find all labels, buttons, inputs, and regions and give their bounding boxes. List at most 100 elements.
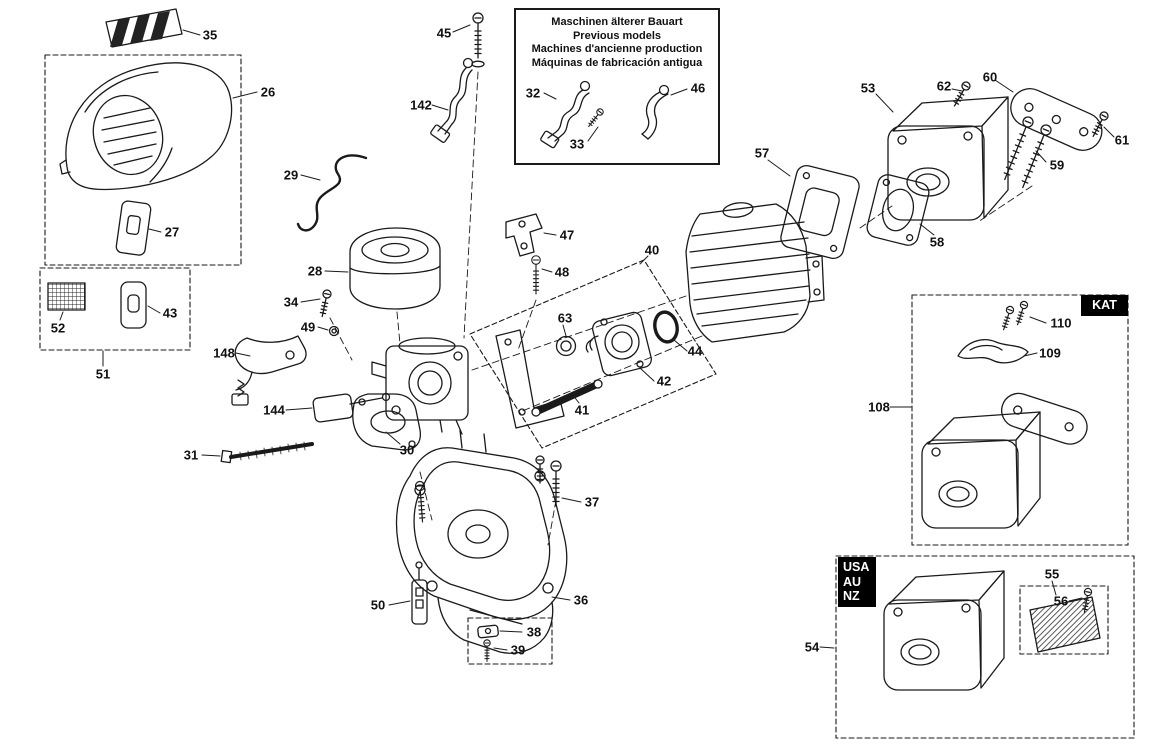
part-28-manifold-spacer xyxy=(349,227,441,310)
brand-sticker xyxy=(105,8,183,48)
part-label-36: 36 xyxy=(573,592,589,608)
part-54-muffler xyxy=(883,570,1005,691)
part-53-muffler xyxy=(887,96,1009,221)
leader-lines xyxy=(59,24,1115,651)
part-33-screw xyxy=(585,106,606,129)
usa-au-nz-badge: USA AU NZ xyxy=(838,557,877,607)
part-label-53: 53 xyxy=(860,80,876,96)
part-label-39: 39 xyxy=(510,642,526,658)
part-label-44: 44 xyxy=(687,343,703,359)
part-27-cover-plate xyxy=(115,200,152,256)
part-label-33: 33 xyxy=(569,136,585,152)
part-label-62: 62 xyxy=(936,78,952,94)
part-label-144: 144 xyxy=(263,402,285,418)
part-label-47: 47 xyxy=(559,227,575,243)
part-label-42: 42 xyxy=(656,373,672,389)
part-41-lever xyxy=(531,379,603,417)
part-63-washer xyxy=(555,335,577,357)
part-label-34: 34 xyxy=(283,294,299,310)
part-38-clip xyxy=(477,624,499,639)
part-label-58: 58 xyxy=(929,234,945,250)
part-label-50: 50 xyxy=(370,597,386,613)
badge-line-au: AU xyxy=(843,574,862,589)
part-110-screws xyxy=(999,299,1030,332)
part-label-63: 63 xyxy=(557,310,573,326)
part-label-148: 148 xyxy=(213,345,235,361)
part-label-52: 52 xyxy=(50,320,66,336)
part-43-plug xyxy=(120,281,147,329)
part-label-59: 59 xyxy=(1049,157,1065,173)
part-34-screw xyxy=(317,288,333,318)
part-39-screw xyxy=(483,639,491,662)
part-36-engine-housing xyxy=(395,447,568,654)
part-48-screw xyxy=(531,255,541,295)
part-47-bracket xyxy=(505,213,543,257)
part-144-switch-shaft xyxy=(312,392,391,423)
part-60-muffler-cover xyxy=(1010,88,1103,151)
part-label-55: 55 xyxy=(1044,566,1060,582)
part-26-top-cover xyxy=(59,62,233,191)
part-label-109: 109 xyxy=(1039,345,1061,361)
part-29-wire-clip xyxy=(296,154,368,232)
part-label-43: 43 xyxy=(162,305,178,321)
dashed-group-boxes xyxy=(39,54,1135,739)
part-label-57: 57 xyxy=(754,145,770,161)
cylinder-drawing xyxy=(685,202,825,343)
part-label-41: 41 xyxy=(574,402,590,418)
carburetor-drawing xyxy=(371,337,487,453)
part-label-142: 142 xyxy=(410,97,432,113)
part-label-45: 45 xyxy=(436,25,452,41)
part-label-46: 46 xyxy=(690,80,706,96)
part-label-32: 32 xyxy=(525,85,541,101)
part-label-30: 30 xyxy=(399,442,415,458)
part-148-throttle-trigger xyxy=(231,335,307,406)
part-109-deflector xyxy=(957,339,1029,364)
assembly-axes xyxy=(329,71,1033,546)
previous-models-note: Maschinen älterer Bauart Previous models… xyxy=(514,8,720,165)
badge-line-nz: NZ xyxy=(843,589,860,603)
part-142-bracket xyxy=(430,57,474,143)
part-label-51: 51 xyxy=(95,366,111,382)
part-46-bracket-old xyxy=(641,84,670,140)
part-label-37: 37 xyxy=(584,494,600,510)
note-line-french: Machines d'ancienne production xyxy=(531,43,703,55)
part-62-screw xyxy=(950,79,973,109)
intake-bracket-drawing xyxy=(495,329,565,429)
kat-badge: KAT xyxy=(1081,295,1128,316)
part-label-108: 108 xyxy=(868,399,890,415)
note-line-spanish: Máquinas de fabricación antigua xyxy=(531,56,703,69)
part-45-screw xyxy=(471,12,485,68)
part-58-gasket xyxy=(866,174,930,246)
part-52-mesh xyxy=(47,282,86,311)
part-label-38: 38 xyxy=(526,624,542,640)
part-57-cover-plate xyxy=(780,164,860,260)
housing-screw-top xyxy=(535,455,545,484)
part-label-60: 60 xyxy=(982,69,998,85)
note-line-english: Previous models xyxy=(572,29,662,42)
part-37-screw xyxy=(550,460,562,507)
part-label-61: 61 xyxy=(1114,132,1130,148)
part-label-56: 56 xyxy=(1053,593,1069,609)
part-label-35: 35 xyxy=(202,27,218,43)
part-31-long-bolt xyxy=(220,441,314,464)
part-label-40: 40 xyxy=(644,242,660,258)
part-50-grommet xyxy=(411,561,428,625)
part-label-27: 27 xyxy=(164,224,180,240)
part-label-48: 48 xyxy=(554,264,570,280)
badge-line-usa: USA xyxy=(843,560,870,574)
part-label-54: 54 xyxy=(804,639,820,655)
part-label-110: 110 xyxy=(1050,315,1072,331)
part-108-kat-muffler xyxy=(921,392,1088,529)
part-label-29: 29 xyxy=(283,167,299,183)
part-44-o-ring xyxy=(653,310,679,344)
part-label-31: 31 xyxy=(183,447,199,463)
part-49-washer xyxy=(328,325,340,337)
part-32-bracket-old xyxy=(540,80,591,149)
part-label-28: 28 xyxy=(307,263,323,279)
part-label-49: 49 xyxy=(300,319,316,335)
part-55-spark-arrestor-screen xyxy=(1029,596,1101,653)
part-label-26: 26 xyxy=(260,84,276,100)
note-line-german: Maschinen älterer Bauart xyxy=(551,16,683,28)
